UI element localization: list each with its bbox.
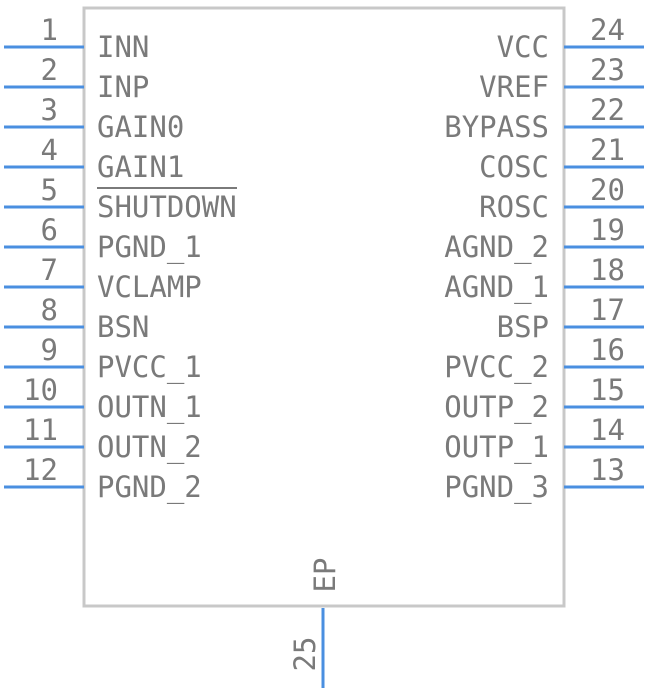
exposed-pad-pin: 25 EP bbox=[288, 558, 342, 688]
pin-number-9: 9 bbox=[41, 333, 58, 367]
pin-label-20: ROSC bbox=[479, 190, 549, 224]
pin-label-13: PGND_3 bbox=[444, 470, 549, 505]
pin-label-ep: EP bbox=[308, 558, 342, 593]
pin-number-16: 16 bbox=[590, 333, 625, 367]
pin-number-13: 13 bbox=[590, 453, 625, 487]
pin-label-7: VCLAMP bbox=[97, 270, 202, 304]
pin-number-24: 24 bbox=[590, 13, 625, 47]
pin-number-11: 11 bbox=[23, 413, 58, 447]
pin-label-4: GAIN1 bbox=[97, 150, 184, 184]
pin-number-17: 17 bbox=[590, 293, 625, 327]
ic-body-outline bbox=[82, 6, 566, 608]
pin-number-19: 19 bbox=[590, 213, 625, 247]
pin-label-9: PVCC_1 bbox=[97, 350, 202, 385]
pin-label-23: VREF bbox=[479, 70, 549, 104]
pin-label-22: BYPASS bbox=[444, 110, 549, 144]
pin-label-10: OUTN_1 bbox=[97, 390, 202, 425]
pin-label-6: PGND_1 bbox=[97, 230, 202, 265]
pin-label-14: OUTP_1 bbox=[444, 430, 549, 465]
pin-label-19: AGND_2 bbox=[444, 230, 549, 265]
pin-number-25: 25 bbox=[288, 637, 322, 672]
pin-number-14: 14 bbox=[590, 413, 625, 447]
pin-number-3: 3 bbox=[41, 93, 58, 127]
pin-number-20: 20 bbox=[590, 173, 625, 207]
pin-number-8: 8 bbox=[41, 293, 58, 327]
pin-number-21: 21 bbox=[590, 133, 625, 167]
pin-label-16: PVCC_2 bbox=[444, 350, 549, 385]
pin-number-6: 6 bbox=[41, 213, 58, 247]
pin-label-18: AGND_1 bbox=[444, 270, 549, 305]
pin-number-1: 1 bbox=[41, 13, 58, 47]
pin-number-22: 22 bbox=[590, 93, 625, 127]
pin-label-11: OUTN_2 bbox=[97, 430, 202, 465]
pin-label-5: SHUTDOWN bbox=[97, 190, 237, 224]
pin-number-2: 2 bbox=[41, 53, 58, 87]
pin-label-2: INP bbox=[97, 70, 149, 104]
pin-label-15: OUTP_2 bbox=[444, 390, 549, 425]
pin-label-12: PGND_2 bbox=[97, 470, 202, 505]
pin-number-7: 7 bbox=[41, 253, 58, 287]
pin-label-24: VCC bbox=[497, 30, 549, 64]
pin-label-21: COSC bbox=[479, 150, 549, 184]
pin-label-1: INN bbox=[97, 30, 149, 64]
right-pin-group: 24VCC23VREF22BYPASS21COSC20ROSC19AGND_21… bbox=[444, 13, 644, 505]
pin-number-4: 4 bbox=[41, 133, 58, 167]
pin-label-8: BSN bbox=[97, 310, 149, 344]
pin-number-15: 15 bbox=[590, 373, 625, 407]
pin-number-18: 18 bbox=[590, 253, 625, 287]
pin-number-10: 10 bbox=[23, 373, 58, 407]
pin-number-12: 12 bbox=[23, 453, 58, 487]
pin-label-17: BSP bbox=[497, 310, 549, 344]
pin-number-23: 23 bbox=[590, 53, 625, 87]
pin-number-5: 5 bbox=[41, 173, 58, 207]
pin-label-3: GAIN0 bbox=[97, 110, 184, 144]
